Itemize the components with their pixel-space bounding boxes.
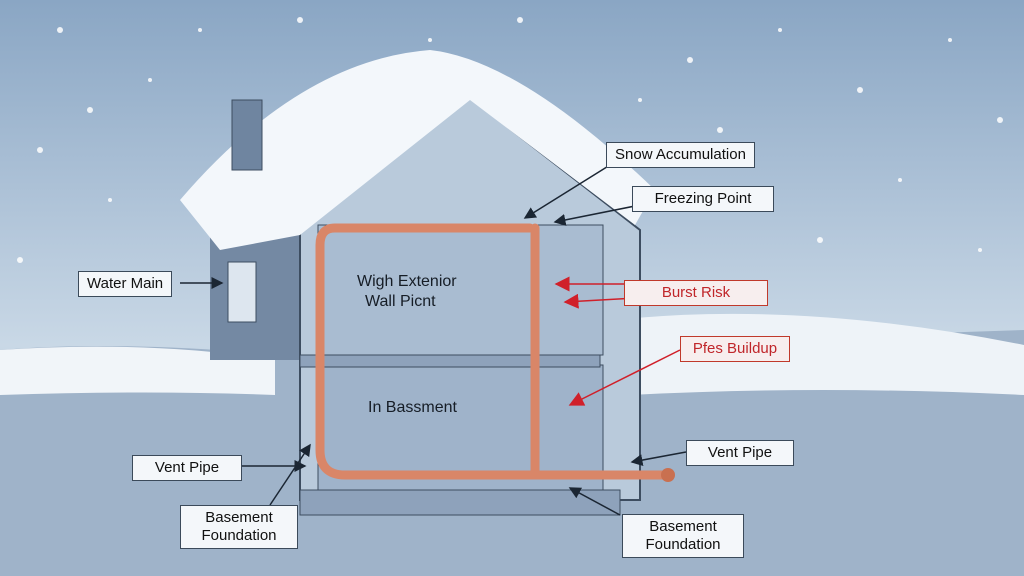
- roof-snow: [180, 50, 655, 250]
- leader-lines: [180, 164, 687, 516]
- label-freezing-point: Freezing Point: [632, 186, 774, 212]
- text-line: Wigh Extenior: [357, 273, 457, 290]
- label-water-main: Water Main: [78, 271, 173, 297]
- label-burst-risk: Burst Risk: [624, 280, 768, 306]
- label-vent-pipe-right: Vent Pipe: [686, 440, 794, 466]
- snowflakes: [17, 17, 1003, 263]
- text-line: Wall Picnt: [365, 293, 436, 310]
- snow-bank-left: [0, 346, 275, 395]
- label-pipes-buildup: Pfes Buildup: [680, 336, 790, 362]
- snow-bank-right: [615, 313, 1024, 395]
- label-basement-foundation-right: Basement Foundation: [622, 514, 744, 558]
- pipe-end: [661, 468, 675, 482]
- window: [227, 261, 257, 323]
- water-pipe: [315, 223, 670, 480]
- label-line: Foundation: [201, 527, 277, 544]
- foundation: [299, 489, 621, 516]
- label-line: Foundation: [645, 536, 721, 553]
- text-in-basement: In Bassment: [368, 399, 457, 416]
- label-line: Basement: [205, 509, 273, 526]
- label-line: Basement: [649, 518, 717, 535]
- text-wall-point: Wigh Extenior Wall Picnt: [357, 272, 457, 312]
- label-basement-foundation-left: Basement Foundation: [180, 505, 298, 549]
- label-vent-pipe-left: Vent Pipe: [132, 455, 242, 481]
- label-snow-accumulation: Snow Accumulation: [606, 142, 755, 168]
